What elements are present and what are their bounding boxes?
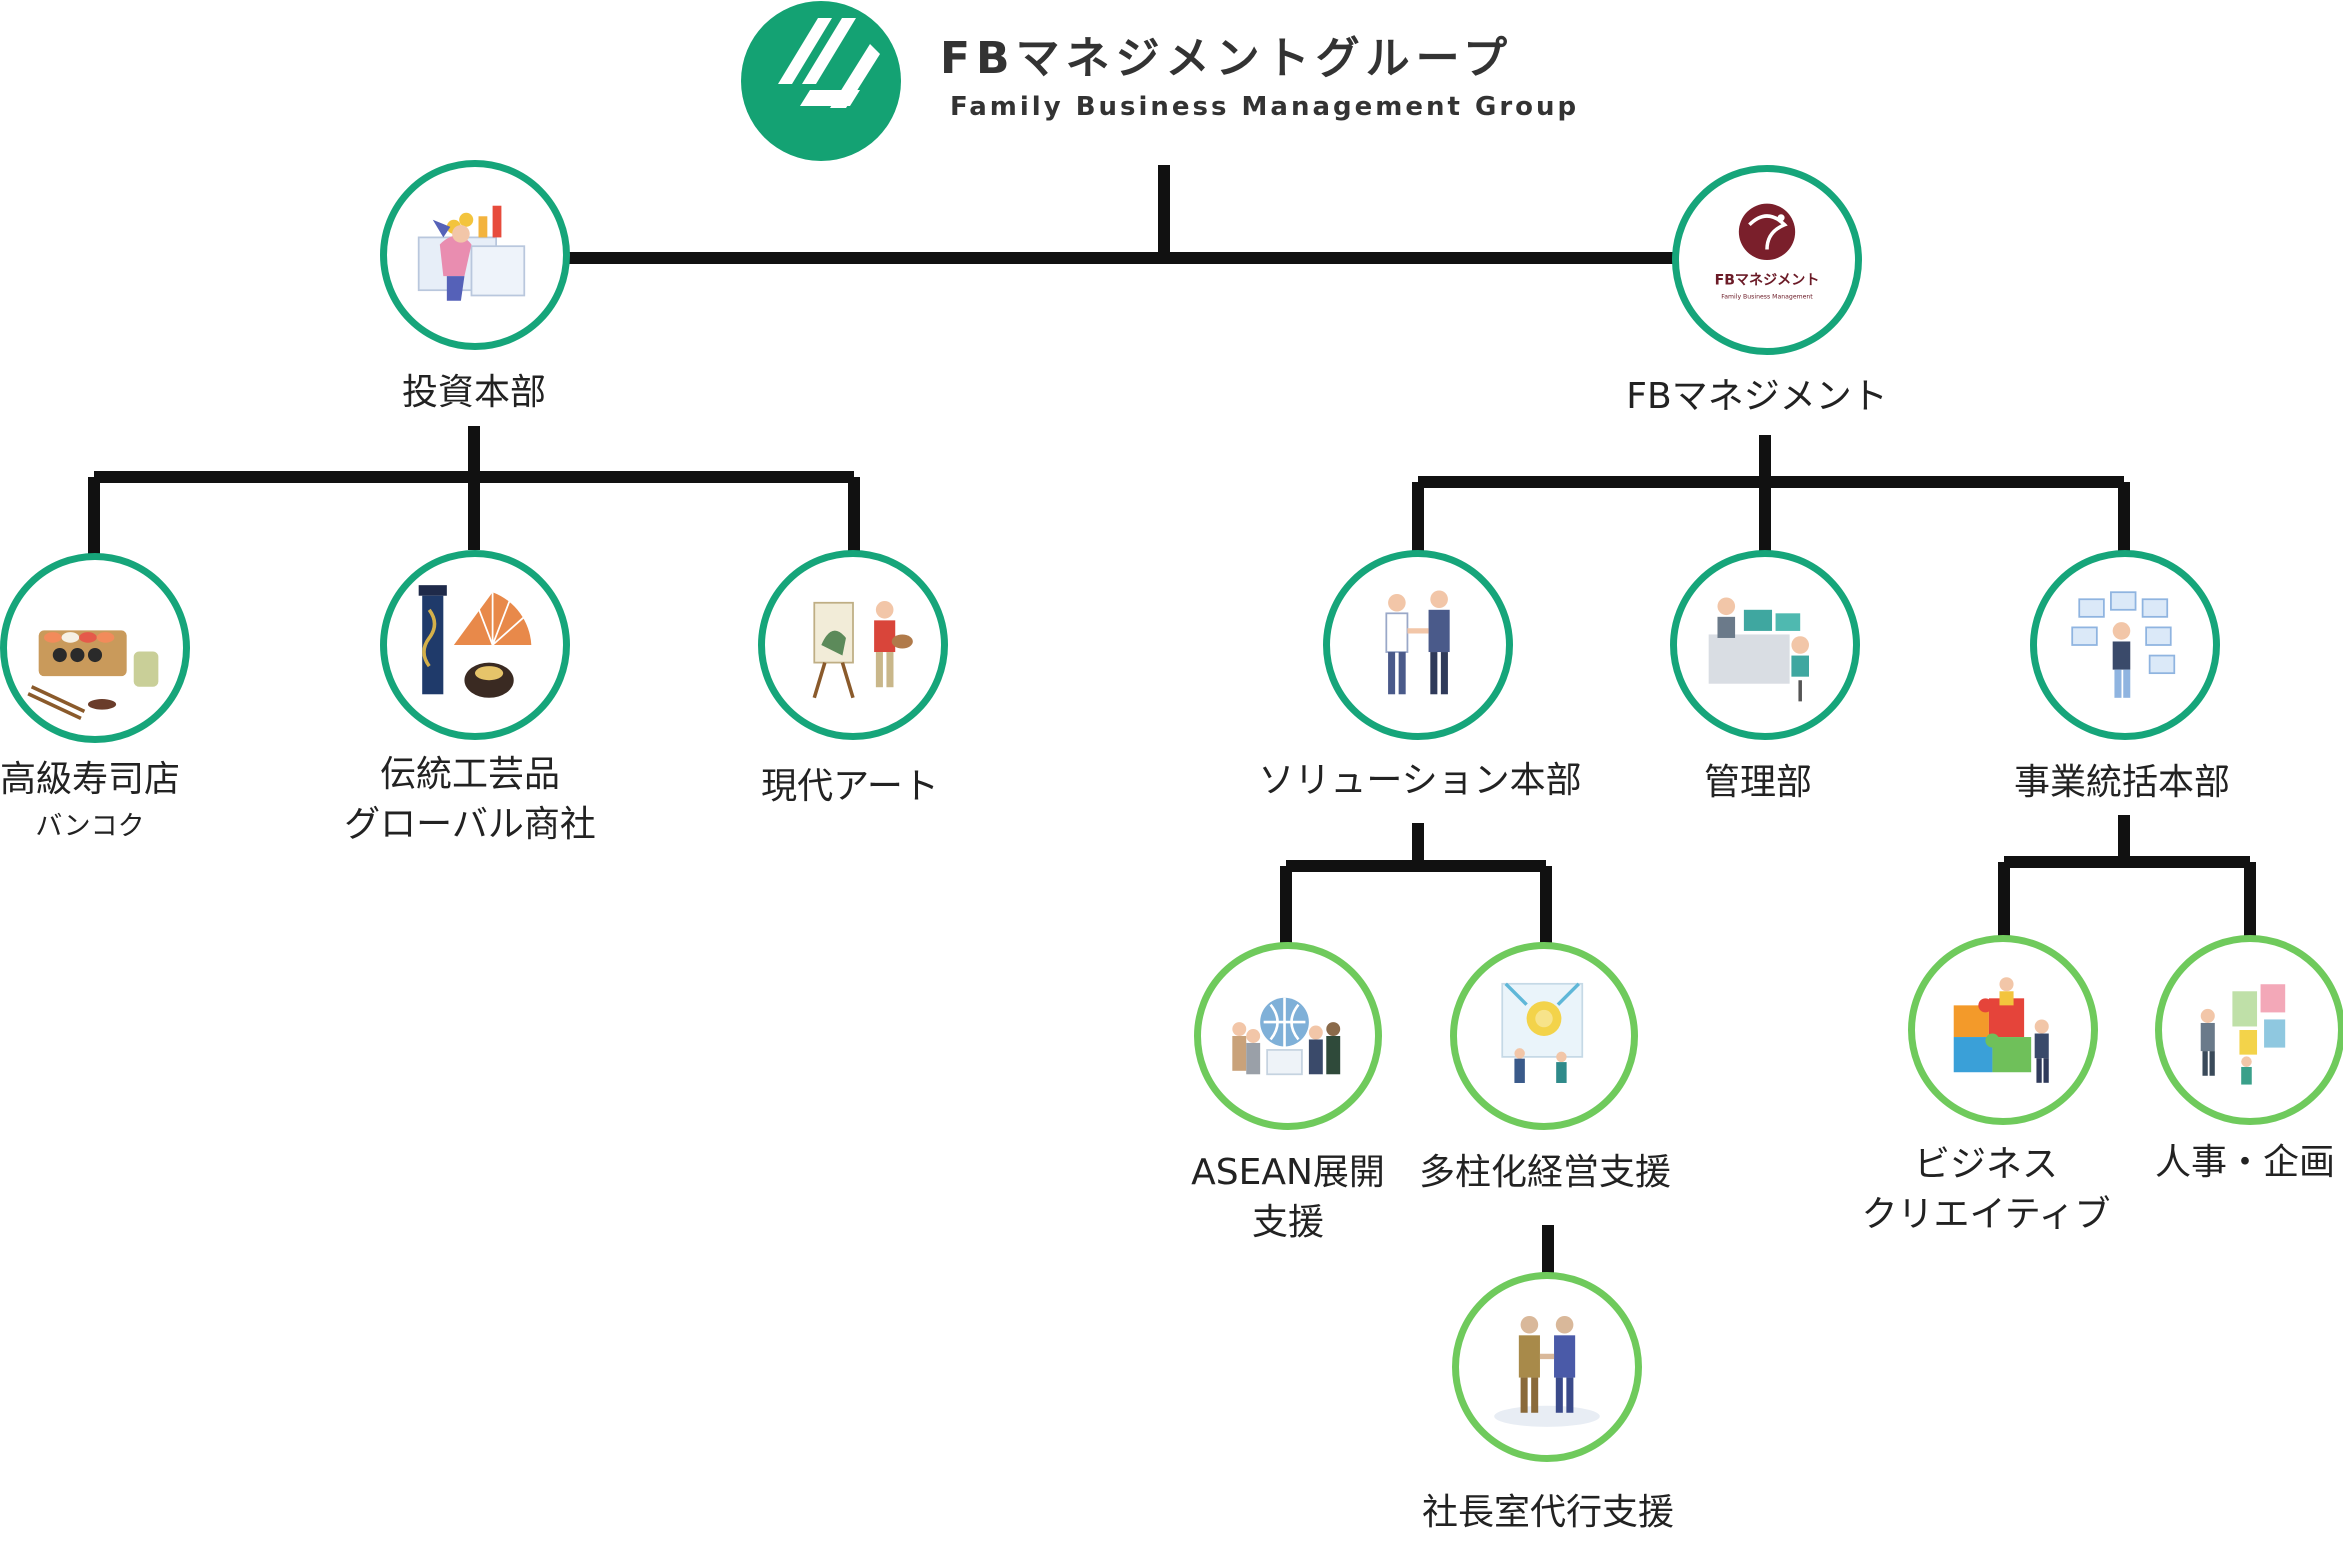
strategy-board-icon [1501,982,1584,1083]
svg-text:FBマネジメント: FBマネジメント [1715,273,1820,289]
label-business: 事業統括本部 [2013,762,2231,803]
node-crafts[interactable] [380,550,570,740]
painter-icon [812,601,913,699]
label-solution: ソリューション本部 [1258,760,1582,801]
label-crafts-line2: グローバル商社 [344,804,596,845]
group-logo[interactable]: FBマネジメントグループ Family Business Management … [740,0,1576,162]
label-admin: 管理部 [1703,762,1813,803]
svg-text:Family Business Management: Family Business Management [1721,294,1813,301]
node-business[interactable] [2030,550,2220,740]
node-asean[interactable] [1194,942,1382,1130]
group-name: FBマネジメントグループ [940,33,1513,84]
office-workers-icon [1708,597,1809,702]
group-name-english: Family Business Management Group [950,92,1580,122]
investment-chart-icon [417,205,526,301]
node-solution[interactable] [1323,550,1513,740]
label-crafts-line1: 伝統工芸品 [379,754,561,795]
label-diversify: 多柱化経営支援 [1418,1152,1672,1193]
sushi-icon [27,630,159,720]
globe-people-icon [1232,997,1341,1076]
fb-group-logo-icon [740,0,902,162]
node-art[interactable] [758,550,948,740]
folding-fan-icon [418,585,532,698]
label-asean-line1: ASEAN展開 [1191,1152,1385,1193]
hr-planning-icon [2200,984,2286,1085]
label-fbm: FBマネジメント [1626,376,1888,417]
label-sushi-sub: バンコク [35,811,145,842]
executive-handshake-icon [1494,1315,1600,1427]
node-creative[interactable] [1908,935,2098,1125]
label-creative-line1: ビジネス [1913,1144,2058,1185]
node-admin[interactable] [1670,550,1860,740]
fb-management-logo-icon: FBマネジメント Family Business Management [1715,203,1820,301]
label-creative-line2: クリエイティブ [1861,1194,2111,1235]
label-asean-line2: 支援 [1251,1202,1325,1243]
node-diversify[interactable] [1450,942,1638,1130]
node-sushi[interactable] [0,553,190,743]
label-sushi: 高級寿司店 バンコク [0,755,180,849]
label-hr: 人事・企画 [2154,1142,2336,1183]
digital-screens-icon [2071,591,2176,698]
label-investment: 投資本部 [401,372,547,413]
node-hr[interactable] [2155,935,2343,1125]
label-asean: ASEAN展開 支援 [1191,1148,1385,1248]
node-secretary[interactable] [1452,1272,1642,1462]
puzzle-team-icon [1953,977,2049,1083]
node-investment[interactable] [380,160,570,350]
label-art: 現代アート [761,766,939,807]
handshake-icon [1385,590,1450,695]
node-fbm[interactable]: FBマネジメント Family Business Management [1672,165,1862,355]
label-creative: ビジネス クリエイティブ [1861,1140,2110,1240]
label-sushi-title: 高級寿司店 [0,759,181,800]
label-crafts: 伝統工芸品 グローバル商社 [344,750,596,850]
label-secretary: 社長室代行支援 [1421,1492,1675,1533]
